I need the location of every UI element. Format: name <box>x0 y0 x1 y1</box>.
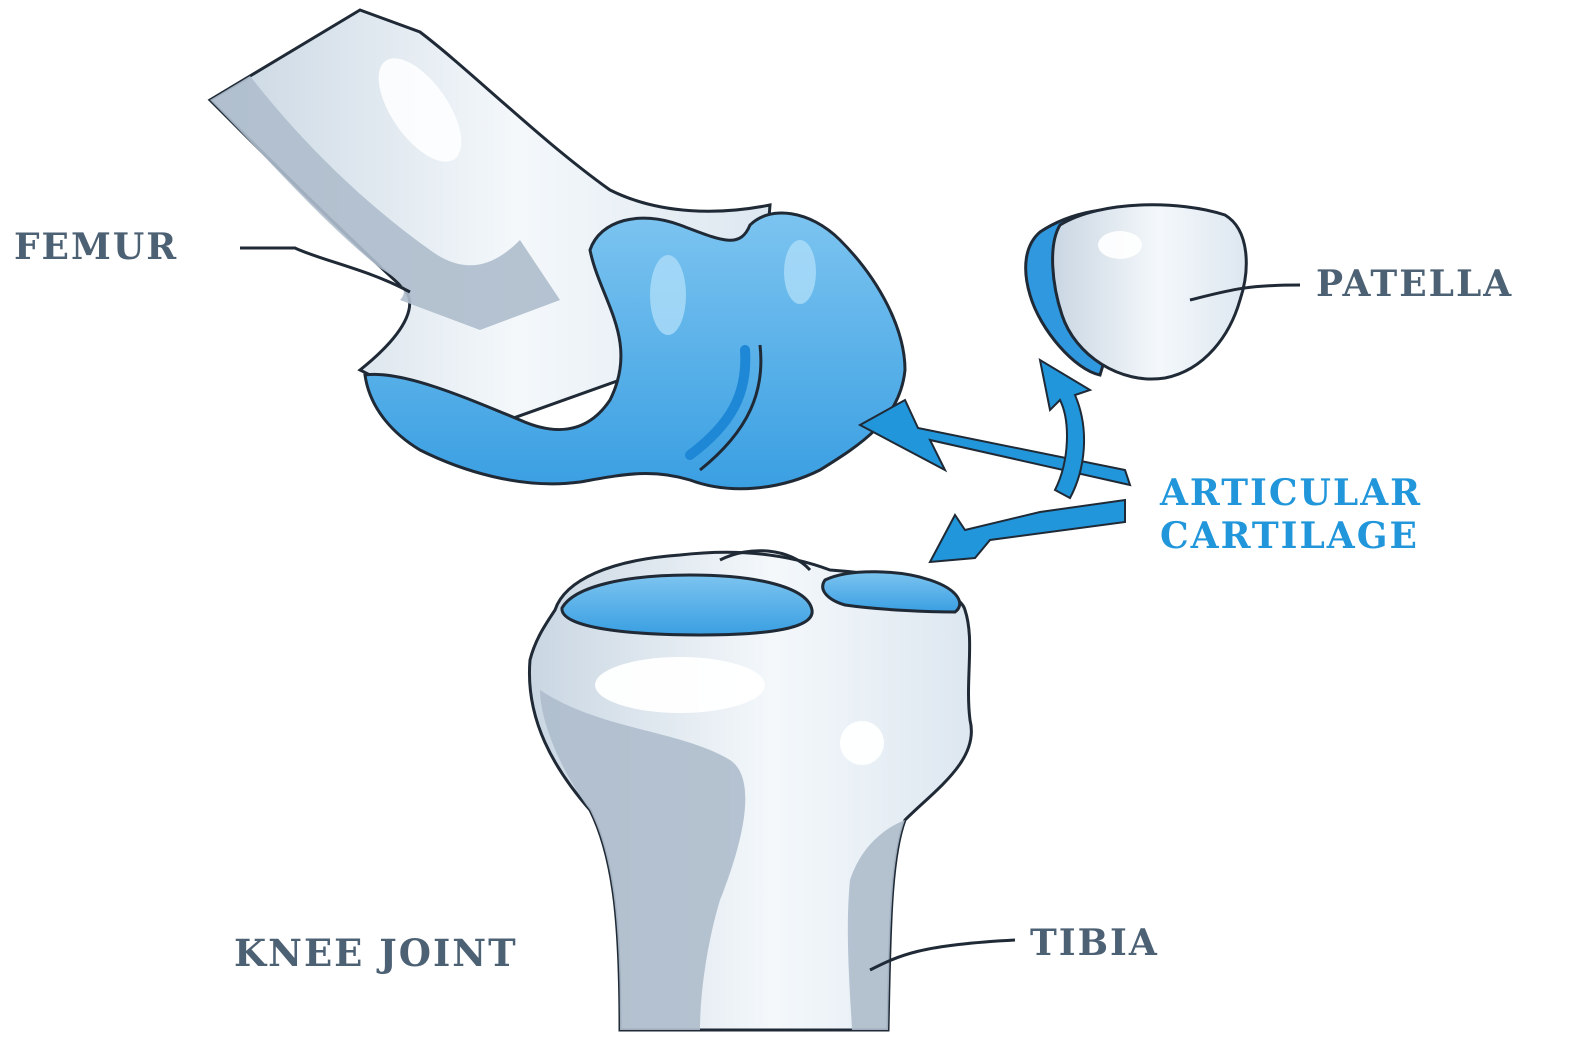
tibia-highlight <box>595 657 765 713</box>
patella-bone <box>1026 205 1247 379</box>
arrow-to-femur <box>860 400 1130 485</box>
arrow-to-tibia <box>930 500 1125 562</box>
tibia-highlight-2 <box>840 721 884 765</box>
label-cartilage: CARTILAGE <box>1160 515 1422 558</box>
tibia-bone <box>529 551 971 1030</box>
label-knee-joint: KNEE JOINT <box>234 935 518 972</box>
label-articular-cartilage: ARTICULAR CARTILAGE <box>1160 472 1422 558</box>
tibia-cartilage-medial <box>562 575 812 635</box>
arrow-to-patella <box>1040 360 1090 498</box>
label-articular: ARTICULAR <box>1160 472 1422 515</box>
label-patella: PATELLA <box>1316 266 1513 302</box>
tibia-cartilage-lateral <box>823 572 960 612</box>
leader-tibia <box>870 940 1015 970</box>
patella-highlight <box>1098 231 1142 259</box>
femur-cartilage-highlight-2 <box>784 240 816 304</box>
label-tibia: TIBIA <box>1030 925 1159 961</box>
label-femur: FEMUR <box>14 229 178 265</box>
femur-cartilage-highlight-1 <box>650 255 686 335</box>
femur-bone <box>210 10 905 489</box>
